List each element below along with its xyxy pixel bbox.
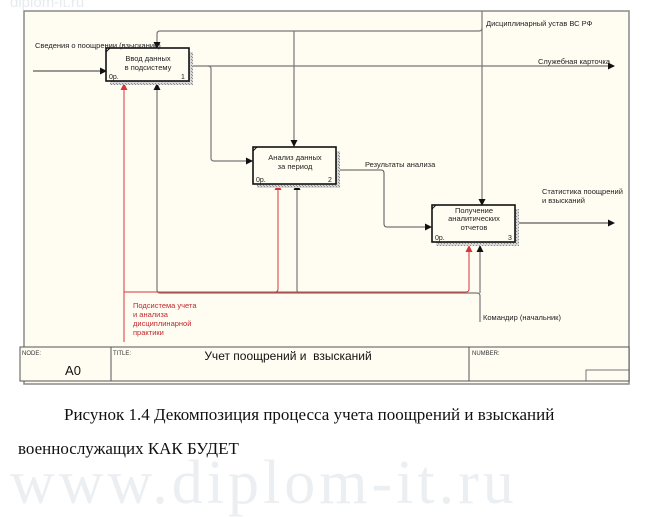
label-control-regulations: Дисциплинарный устав ВС РФ: [486, 19, 593, 28]
label-mechanism-subsystem-line3: дисциплинарной: [133, 319, 191, 328]
arrow-control-branch-box1: [153, 27, 483, 49]
activity-box-1[interactable]: Ввод данных в подсистему 0р. 1: [105, 47, 193, 85]
diagram-title: Учет поощрений и взысканий: [204, 349, 371, 363]
label-output-card: Служебная карточка: [538, 57, 611, 66]
idef0-diagram: Ввод данных в подсистему 0р. 1 Анализ да…: [19, 10, 630, 385]
node-label: NODE:: [22, 351, 41, 357]
arrow-mechanism-subsystem-horizontal: [124, 245, 473, 293]
box3-title-line1: Получение: [455, 206, 493, 215]
arrow-analysis-results: [339, 169, 432, 231]
box1-title-line2: в подсистему: [125, 63, 172, 72]
activity-box-2[interactable]: Анализ данных за период 0р. 2: [252, 146, 340, 188]
box3-number: 3: [508, 235, 512, 242]
arrow-mechanism-subsystem-box2: [274, 183, 282, 293]
box1-number: 1: [181, 74, 185, 81]
title-block: NODE: A0 TITLE: Учет поощрений и взыскан…: [19, 346, 630, 382]
box1-cost: 0р.: [109, 74, 119, 81]
arrow-mechanism-commander: [153, 83, 481, 322]
box2-number: 2: [328, 177, 332, 184]
label-output-statistics-line1: Статистика поощрений: [542, 187, 623, 196]
activity-box-3[interactable]: Получение аналитических отчетов 0р. 3: [431, 204, 519, 246]
label-output-statistics-line2: и взысканий: [542, 196, 585, 205]
arrow-box1-to-box2: [207, 65, 253, 165]
box3-title-line2: аналитических: [448, 214, 500, 223]
box2-title-line1: Анализ данных: [268, 153, 322, 162]
label-input-info: Сведения о поощрении (взыскании): [35, 41, 161, 50]
box2-title-line2: за период: [278, 162, 313, 171]
box2-cost: 0р.: [256, 177, 266, 184]
number-label: NUMBER:: [472, 351, 500, 357]
watermark-top: diplom-it.ru: [10, 0, 85, 11]
figure-caption: Рисунок 1.4 Декомпозиция процесса учета …: [18, 398, 638, 466]
box1-title-line1: Ввод данных: [125, 54, 171, 63]
title-label: TITLE:: [113, 351, 131, 357]
node-value: A0: [65, 363, 81, 378]
caption-line2: военнослужащих КАК БУДЕТ: [18, 439, 239, 458]
label-mechanism-commander: Командир (начальник): [483, 313, 561, 322]
label-mechanism-subsystem-line1: Подсистема учета: [133, 301, 197, 310]
box3-cost: 0р.: [435, 235, 445, 242]
box3-title-line3: отчетов: [461, 223, 488, 232]
label-mechanism-subsystem-line2: и анализа: [133, 310, 169, 319]
label-mechanism-subsystem-line4: практики: [133, 328, 164, 337]
label-analysis-results: Результаты анализа: [365, 160, 436, 169]
caption-line1: Рисунок 1.4 Декомпозиция процесса учета …: [64, 405, 555, 424]
